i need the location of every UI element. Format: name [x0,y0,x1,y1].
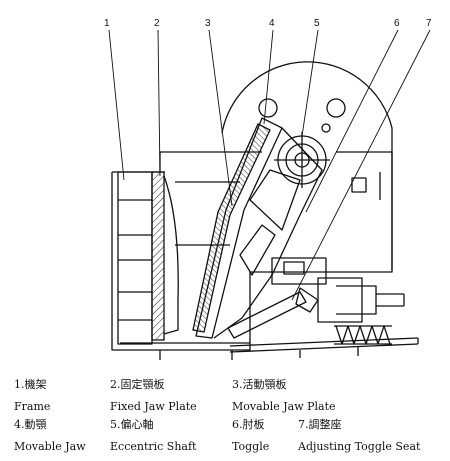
fixed-jaw-face [163,175,179,335]
flywheel-arc [221,61,393,270]
callout-4: 4 [269,18,275,29]
legend-adjusting-toggle-seat-cn: 7.調整座 [298,418,342,431]
toggle-plate [227,291,307,339]
toggle-seat-upper-block [271,257,327,285]
legend-eccentric-shaft-cn: 5.偏心軸 [110,418,154,431]
tension-rod [229,337,419,347]
frame-small-window [351,177,367,193]
legend-toggle-cn: 6.肘板 [232,418,265,431]
callout-leaders [108,29,431,301]
legend-movable-jaw-cn: 4.動顎 [14,418,47,431]
tension-spring [334,325,392,345]
adjusting-rod-box [336,285,377,315]
movable-jaw-plate [192,123,271,333]
legend-toggle-en: Toggle [232,440,270,453]
callout-7: 7 [426,18,432,29]
callout-2: 2 [154,18,160,29]
legend-fixed-jaw-plate-en: Fixed Jaw Plate [110,400,197,413]
frame-left-wall [117,171,153,345]
adjusting-seat-housing [317,277,363,323]
legend-eccentric-shaft-en: Eccentric Shaft [110,440,197,453]
legend-movable-jaw-plate-en: Movable Jaw Plate [232,400,336,413]
toggle-seat-end [295,287,319,313]
legend-frame-en: Frame [14,400,51,413]
callout-1: 1 [104,18,110,29]
callout-3: 3 [205,18,211,29]
legend-frame-cn: 1.機架 [14,378,47,391]
movable-jaw-window-2 [239,224,276,276]
legend-adjusting-toggle-seat-en: Adjusting Toggle Seat [298,440,421,453]
legend-movable-jaw-plate-cn: 3.活動顎板 [232,378,287,391]
fixed-jaw-plate [151,171,165,341]
flywheel-hub-left [258,98,278,118]
legend-fixed-jaw-plate-cn: 2.固定顎板 [110,378,165,391]
callout-5: 5 [314,18,320,29]
movable-jaw-window [249,169,301,231]
legend-movable-jaw-en: Movable Jaw [14,440,86,453]
flywheel-hub-right [326,98,346,118]
movable-jaw-rear [213,127,323,339]
callout-6: 6 [394,18,400,29]
